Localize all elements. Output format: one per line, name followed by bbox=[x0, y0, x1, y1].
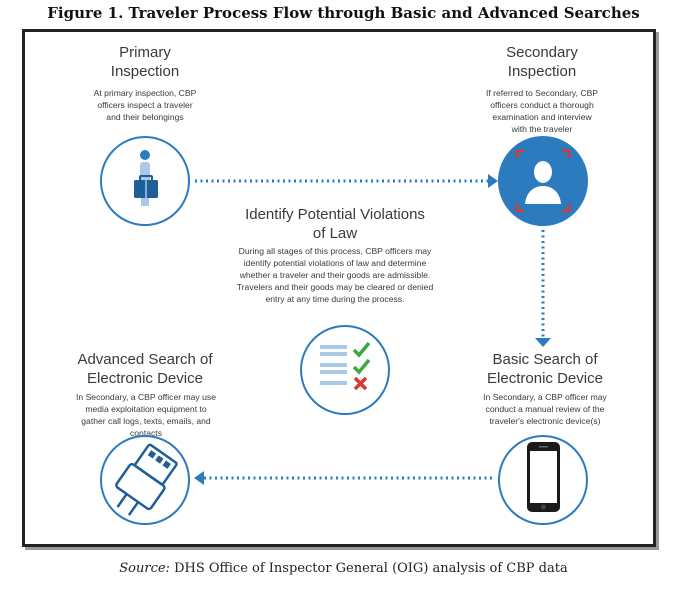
desc-line: identify potential violations of law and… bbox=[243, 258, 427, 268]
face-scan-icon bbox=[515, 149, 571, 213]
desc-line: with the traveler bbox=[511, 124, 573, 134]
source-text: DHS Office of Inspector General (OIG) an… bbox=[169, 561, 568, 576]
primary-title-line2: Inspection bbox=[110, 63, 180, 80]
basic-title-line1: Basic Search of bbox=[492, 351, 598, 368]
desc-line: whether a traveler and their goods are a… bbox=[239, 270, 431, 280]
desc-line: Travelers and their goods may be cleared… bbox=[236, 282, 434, 292]
desc-line: entry at any time during the process. bbox=[265, 294, 405, 304]
traveler-with-suitcase-icon bbox=[134, 150, 158, 206]
primary-inspection-desc: At primary inspection, CBP officers insp… bbox=[70, 87, 220, 123]
smartphone-icon bbox=[527, 442, 560, 512]
violations-title-line2: of Law bbox=[312, 225, 358, 242]
desc-line: conduct a manual review of the bbox=[485, 404, 605, 414]
desc-line: If referred to Secondary, CBP bbox=[485, 88, 599, 98]
desc-line: contacts bbox=[129, 428, 162, 438]
figure-source: Source: DHS Office of Inspector General … bbox=[0, 561, 687, 576]
advanced-title-line1: Advanced Search of bbox=[77, 351, 213, 368]
basic-search-title: Basic Search of Electronic Device bbox=[470, 350, 620, 388]
secondary-title-line2: Inspection bbox=[507, 63, 577, 80]
desc-line: officers inspect a traveler bbox=[97, 100, 193, 110]
desc-line: and their belongings bbox=[106, 112, 184, 122]
violations-title-line1: Identify Potential Violations bbox=[245, 206, 425, 223]
figure-title: Figure 1. Traveler Process Flow through … bbox=[47, 4, 640, 22]
desc-line: traveler's electronic device(s) bbox=[489, 416, 601, 426]
arrow-basic-to-advanced bbox=[194, 471, 492, 485]
desc-line: At primary inspection, CBP bbox=[93, 88, 197, 98]
basic-title-line2: Electronic Device bbox=[487, 370, 603, 387]
advanced-search-desc: In Secondary, a CBP officer may use medi… bbox=[58, 391, 234, 439]
arrow-primary-to-secondary bbox=[195, 174, 498, 188]
primary-inspection-title: Primary Inspection bbox=[85, 43, 205, 81]
desc-line: In Secondary, a CBP officer may bbox=[483, 392, 607, 402]
secondary-title-line1: Secondary bbox=[506, 44, 578, 61]
advanced-title-line2: Electronic Device bbox=[87, 370, 203, 387]
desc-line: gather call logs, texts, emails, and bbox=[81, 416, 211, 426]
desc-line: officers conduct a thorough bbox=[490, 100, 594, 110]
desc-line: examination and interview bbox=[492, 112, 592, 122]
desc-line: During all stages of this process, CBP o… bbox=[238, 246, 432, 256]
primary-title-line1: Primary bbox=[119, 44, 171, 61]
source-label: Source: bbox=[119, 561, 170, 576]
checklist-icon bbox=[320, 341, 371, 391]
desc-line: In Secondary, a CBP officer may use bbox=[76, 392, 216, 402]
basic-search-desc: In Secondary, a CBP officer may conduct … bbox=[462, 391, 628, 427]
usb-device-icon bbox=[115, 443, 178, 516]
secondary-inspection-title: Secondary Inspection bbox=[482, 43, 602, 81]
desc-line: media exploitation equipment to bbox=[85, 404, 207, 414]
violations-title: Identify Potential Violations of Law bbox=[215, 205, 455, 243]
advanced-search-title: Advanced Search of Electronic Device bbox=[65, 350, 225, 388]
secondary-inspection-desc: If referred to Secondary, CBP officers c… bbox=[462, 87, 622, 135]
arrow-secondary-to-basic bbox=[535, 230, 551, 347]
violations-desc: During all stages of this process, CBP o… bbox=[205, 245, 465, 305]
